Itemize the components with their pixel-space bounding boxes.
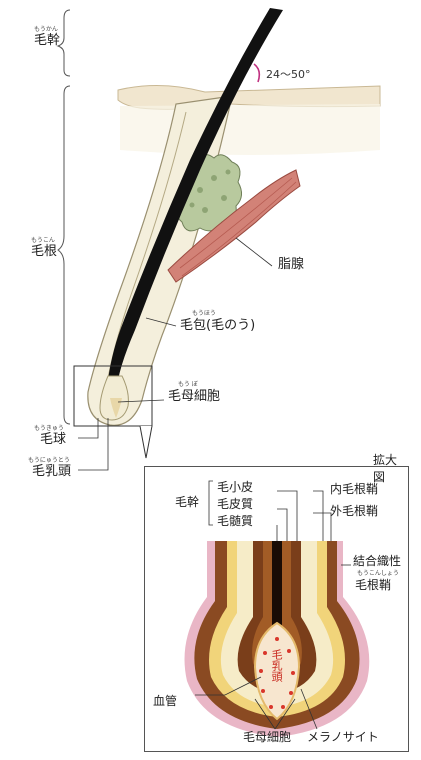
outer-sheath-label: 外毛根鞘 xyxy=(330,505,378,517)
cortex-label: 毛皮質 xyxy=(217,498,253,510)
connective-ruby: もうこんしょう xyxy=(357,571,399,577)
sebaceous-label: 脂腺 xyxy=(278,258,304,271)
inner-sheath-label: 内毛根鞘 xyxy=(330,483,378,495)
cuticle-label: 毛小皮 xyxy=(217,481,253,493)
dermis-area xyxy=(120,104,380,155)
leader-bulb xyxy=(78,418,98,438)
matrix-label: 毛母細胞 xyxy=(168,390,220,403)
follicle-label: 毛包(毛のう) xyxy=(180,319,255,332)
melanocyte-label: メラノサイト xyxy=(307,731,379,743)
inset-matrix-label: 毛母細胞 xyxy=(243,731,291,743)
callout-pointer xyxy=(140,426,152,458)
root-label: 毛根 xyxy=(31,245,57,258)
leader-cortex xyxy=(277,509,287,541)
enlarged-view: 拡大図 xyxy=(144,466,409,752)
shaft-label: 毛幹 xyxy=(34,34,60,47)
inset-shaft-label: 毛幹 xyxy=(175,496,199,508)
vessel-label: 血管 xyxy=(153,695,177,707)
leader-inner-sheath xyxy=(313,491,323,541)
medulla-label: 毛髄質 xyxy=(217,515,253,527)
leader-outer-sheath xyxy=(313,513,331,541)
angle-label: 24〜50° xyxy=(266,66,311,82)
connective-label-2: 毛根鞘 xyxy=(355,579,391,591)
bulb-label: 毛球 xyxy=(40,433,66,446)
leader-sebaceous xyxy=(236,238,272,266)
matrix-ruby: もう ぼ xyxy=(178,382,198,388)
medulla-core xyxy=(272,541,282,627)
inset-shaft-bracket xyxy=(209,481,213,525)
papilla-inside-label: 毛乳頭 xyxy=(270,649,282,682)
papilla-label: 毛乳頭 xyxy=(32,465,71,478)
angle-arc xyxy=(254,64,259,82)
brace-root xyxy=(58,86,70,424)
connective-label-1: 結合織性 xyxy=(353,555,401,567)
follicle-ruby: もうほう xyxy=(192,311,216,317)
